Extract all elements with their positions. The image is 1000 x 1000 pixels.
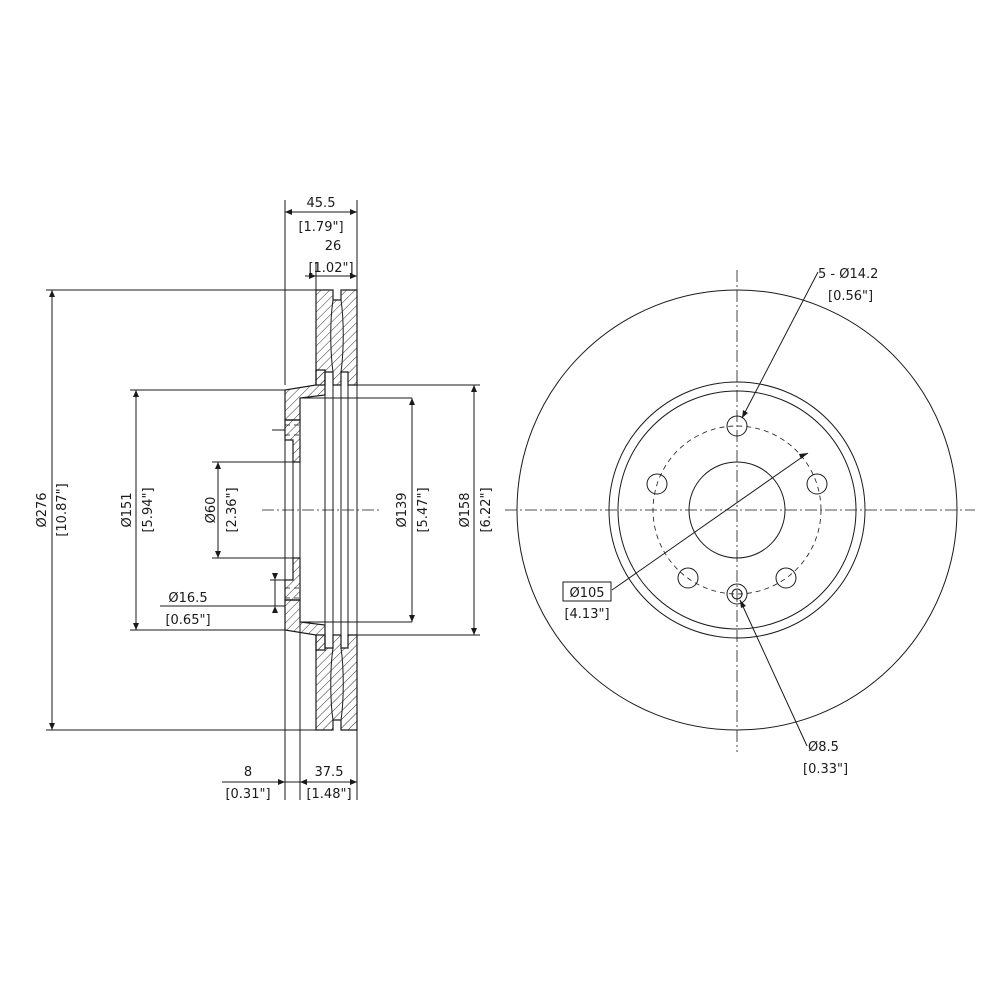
outer-diameter-value: Ø276: [35, 492, 50, 527]
hat-inner-circle: [617, 390, 857, 630]
friction-width-inch: [1.02"]: [308, 261, 353, 276]
hat-outer-diameter-inch: [6.22"]: [479, 487, 494, 532]
bolt-hole-3: [775, 567, 797, 589]
center-bore-inch: [2.36"]: [225, 487, 240, 532]
bolt-hole-2: [806, 473, 828, 495]
dim-hat-diameter: Ø151 [5.94"]: [120, 389, 285, 631]
hat-height-value: 37.5: [315, 765, 344, 780]
bolt-holes-inch: [0.56"]: [828, 289, 873, 304]
hat-outer-circle: [608, 381, 866, 639]
dim-outer-diameter: Ø276 [10.87"]: [35, 289, 316, 731]
locating-hole-value: Ø8.5: [808, 740, 839, 755]
hat-height-inch: [1.48"]: [306, 787, 351, 802]
dim-total-width: 45.5 [1.79"]: [284, 196, 358, 385]
bolt-circle: [652, 425, 822, 595]
section-view: [262, 289, 412, 731]
total-width-value: 45.5: [307, 196, 336, 211]
bolt-circle-box: [562, 581, 612, 602]
dim-friction-width: 26 [1.02"]: [305, 239, 357, 290]
top-hat-section: [284, 369, 326, 421]
dim-bottom: 8 [0.31"] 37.5 [1.48"]: [222, 622, 358, 802]
outer-rim: [516, 289, 958, 731]
locating-hole-inner: [731, 588, 743, 600]
bolt-hole-5: [646, 473, 668, 495]
hat-outer-diameter-value: Ø158: [458, 492, 473, 527]
inner-friction-diameter-value: Ø139: [395, 492, 410, 527]
hat-thickness-value: 8: [244, 765, 252, 780]
center-bore-circle: [688, 461, 786, 559]
pilot-hole-inch: [0.65"]: [165, 613, 210, 628]
dim-hat-outer-diameter: Ø158 [6.22"]: [357, 384, 494, 636]
bottom-ring-section: [315, 634, 358, 731]
locating-hole-outer: [726, 583, 748, 605]
hat-diameter-inch: [5.94"]: [141, 487, 156, 532]
friction-width-value: 26: [325, 239, 342, 254]
dim-pilot-hole: Ø16.5 [0.65"]: [160, 573, 285, 628]
total-width-inch: [1.79"]: [298, 220, 343, 235]
hat-diameter-value: Ø151: [120, 492, 135, 527]
inner-friction-diameter-inch: [5.47"]: [416, 487, 431, 532]
dim-inner-friction-diameter: Ø139 [5.47"]: [395, 398, 431, 622]
bolt-hole-4: [677, 567, 699, 589]
center-bore-value: Ø60: [204, 497, 219, 524]
bolt-hole-1: [726, 415, 748, 437]
bolt-circle-inch: [4.13"]: [564, 607, 609, 622]
bolt-holes-value: 5 - Ø14.2: [818, 267, 878, 282]
bolt-circle-value: Ø105: [569, 586, 604, 601]
pilot-hole-value: Ø16.5: [168, 591, 207, 606]
dim-center-bore: Ø60 [2.36"]: [204, 461, 293, 559]
front-view: 5 - Ø14.2 [0.56"] Ø105 [4.13"] Ø8.5 [0.3…: [505, 267, 975, 777]
hat-thickness-inch: [0.31"]: [225, 787, 270, 802]
outer-diameter-inch: [10.87"]: [55, 483, 70, 536]
locating-hole-inch: [0.33"]: [803, 762, 848, 777]
